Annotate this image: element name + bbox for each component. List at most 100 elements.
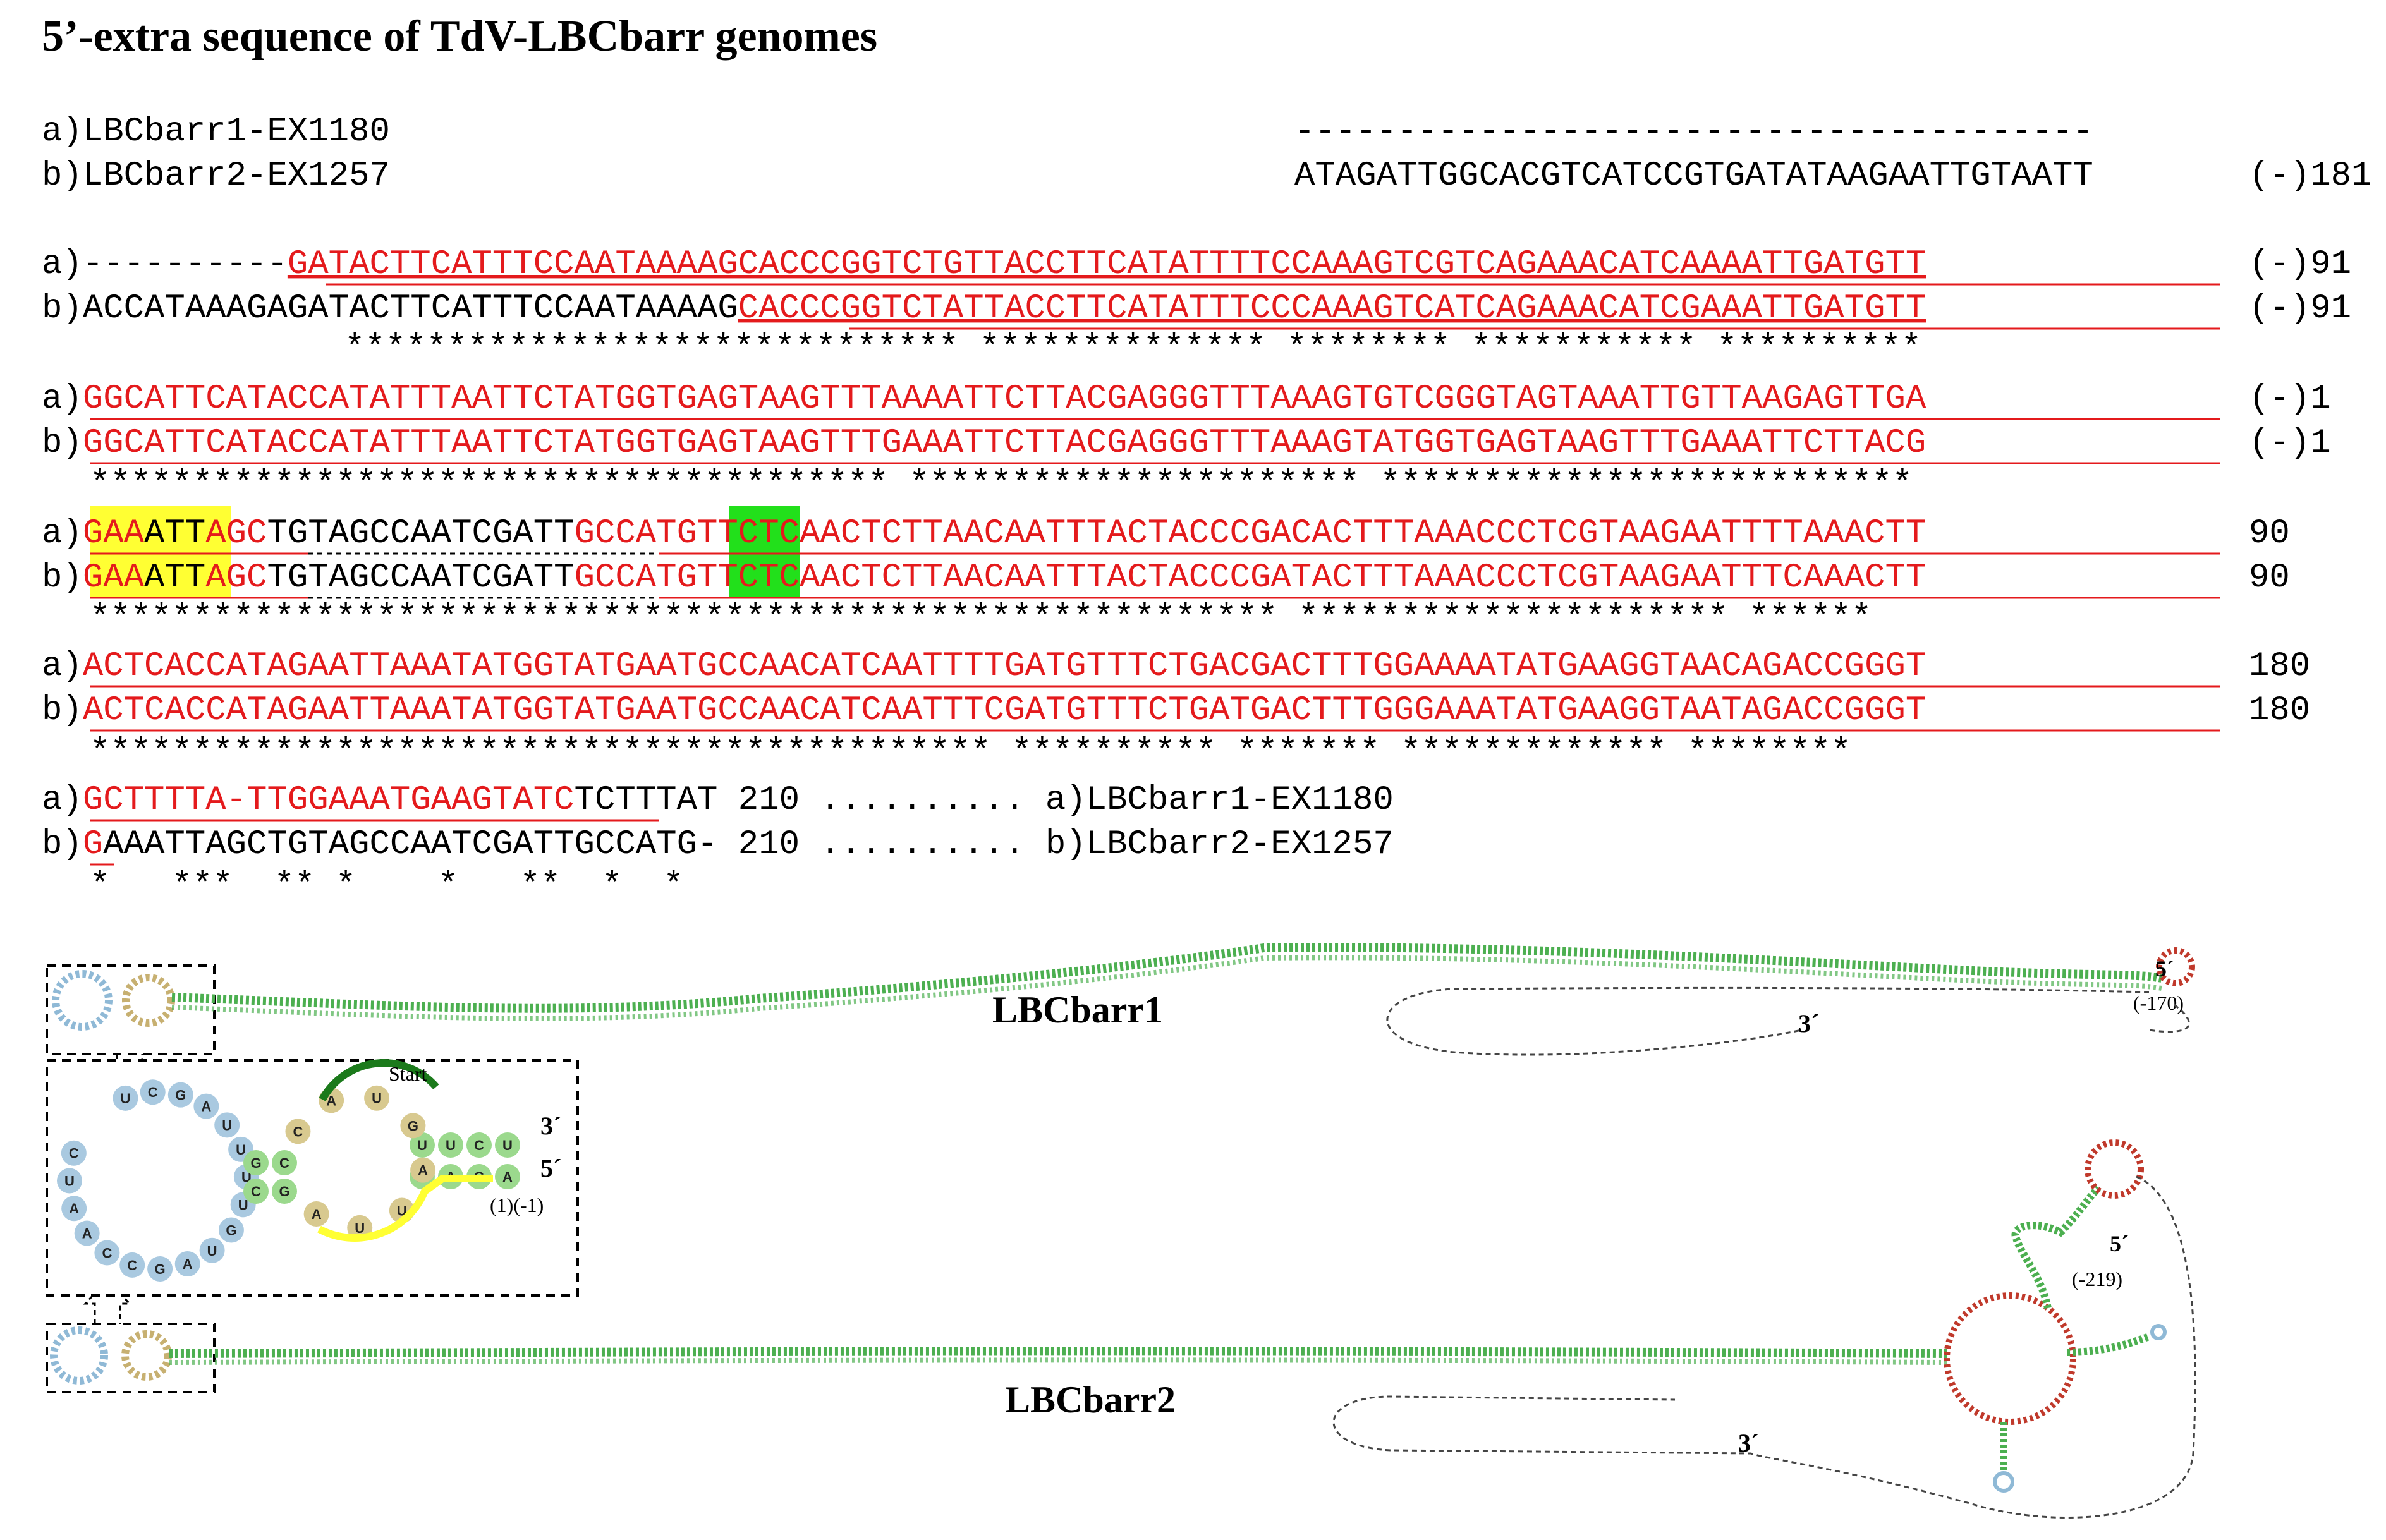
lbc2-small-loop [2150,1324,2167,1340]
lbc1-dashed-tail [1386,986,2190,1056]
svg-text:a)GCTTTTA-TTGGAAATGAAGTATCTCTT: a)GCTTTTA-TTGGAAATGAAGTATCTCTTTAT 210 ..… [42,781,1394,820]
lbc1-name: LBCbarr1 [992,989,1163,1031]
alignment-block-5: a)GCTTTTA-TTGGAAATGAAGTATCTCTTTAT 210 ..… [42,781,1394,905]
inset-base-letter: A [312,1206,322,1222]
inset-base [167,1082,193,1108]
svg-text:a)ACTCACCATAGAATTAAATATGGTATGA: a)ACTCACCATAGAATTAAATATGGTATGAATGCCAACAT… [42,647,1926,686]
lbc1-3prime: 3´ [1798,1009,1819,1038]
inset-base-letter: A [69,1201,79,1216]
alignment-block-4: a)ACTCACCATAGAATTAAATATGGTATGAATGCCAACAT… [42,647,2310,772]
inset-base [410,1157,436,1183]
inset-5prime: 5´ [540,1154,561,1182]
seq-b-label: b)LBCbarr2-EX1257 [42,157,390,195]
motif-agc: AGC [205,514,267,553]
inset-base-letter: C [127,1258,137,1273]
motif-att: ATT [144,514,205,553]
inset-stem-base [466,1132,492,1158]
lbc2-branch-right [2066,1333,2151,1356]
seq-b-red: GGCATTCATACCATATTTAATTCTATGGTGAGTAAGTTTG… [83,424,1926,463]
inset-stem-base [438,1132,463,1158]
svg-text:b)GAAATTAGCTGTAGCCAATCGATTGCCA: b)GAAATTAGCTGTAGCCAATCGATTGCCATG- 210 ..… [42,825,1394,864]
inset-base [193,1093,219,1119]
row-prefix: a) [42,647,83,686]
start-arc [319,1059,439,1101]
seq-a-position: 180 [2249,647,2310,686]
seq-a-position: (-)91 [2249,245,2351,284]
seq-a-red: GATACTTCATTTCCAATAAAAGCACCCGGTCTGTTACCTT… [288,245,1926,284]
seq-a-red: GCTTTTA-TTGGAAATGAAGTATC [83,781,575,820]
inset-base [94,1240,120,1266]
alignment-block-1: a)----------GATACTTCATTTCCAATAAAAGCACCCG… [42,245,2351,368]
motif-att: ATT [144,559,205,597]
motif-atg: ATG [636,514,697,553]
inset-base-letter: U [372,1091,382,1106]
lbc1-loop-tan [122,974,175,1027]
inset-base-letter: C [102,1245,112,1261]
seq-b-red: ACTCACCATAGAATTAAATATGGTATGAATGCCAACATCA… [83,691,1926,730]
svg-text:b)GAAATTAGCTGTAGCCAATCGATTGCCA: b)GAAATTAGCTGTAGCCAATCGATTGCCATGTTCTCAAC… [42,559,1926,597]
inset-base [199,1237,225,1263]
inset-base-letter: U [238,1197,248,1213]
motif-middle: TGTAGCCAATCGATT [267,559,574,597]
inset-base-letter: U [207,1243,217,1259]
inset-base [400,1113,426,1139]
row-prefix: b) [42,289,83,328]
inset-stem-base [272,1150,297,1175]
lbc2-position: (-219) [2072,1268,2122,1290]
lbc2-stem-pair [169,1357,1947,1365]
lbcbarr2-structure: LBCbarr2 5´ (-219) 3´ [46,1139,2196,1519]
seq-a-position: (-)1 [2249,380,2331,418]
motif-gaa: GAA [83,514,145,553]
inset-base-letter: A [183,1256,193,1272]
lbc2-stem [169,1347,1947,1358]
inset-stem-base-letter: A [502,1169,513,1185]
lbc1-zoom-box [46,964,216,1055]
row-prefix: a) [42,380,83,418]
inset-stem-base [243,1179,269,1204]
svg-text:b)ACTCACCATAGAATTAAATATGGTATGA: b)ACTCACCATAGAATTAAATATGGTATGAATGCCAACAT… [42,691,1926,730]
inset-stem-base-letter: G [250,1155,261,1171]
svg-text:b)ACCATAAAGAGATACTTCATTTCCAATA: b)ACCATAAAGAGATACTTCATTTCCAATAAAAGCACCCG… [42,289,1926,328]
row-prefix: b) [42,691,83,730]
lbc2-zoom-box [46,1323,216,1393]
inset-base-letter: G [226,1222,236,1238]
seq-b-red: CACCCGGTCTATTACCTTCATATTTCCCAAAGTCATCAGA… [738,289,1926,328]
lbc2-loop-tan [121,1330,172,1381]
svg-text:a)GAAATTAGCTGTAGCCAATCGATTGCCA: a)GAAATTAGCTGTAGCCAATCGATTGCCATGTTCTCAAC… [42,514,1926,553]
inset-base-letter: G [175,1088,186,1103]
figure-title: 5’-extra sequence of TdV-LBCbarr genomes [42,12,877,61]
inset-base-letter: G [408,1118,418,1134]
seq-a-label: a)LBCbarr1-EX1180 [42,112,390,151]
seq-a-red: ACTCACCATAGAATTAAATATGGTATGAATGCCAACATCA… [83,647,1926,686]
inset-base-letter: C [293,1124,303,1139]
inset-stem-base-letter: C [251,1184,261,1199]
row-prefix: a) [42,514,83,553]
seq-a-position: 90 [2249,514,2290,553]
lbc2-dashed-tail [1332,1175,2196,1519]
inset-stem-base [243,1150,269,1175]
highlight-atg-start [729,506,800,597]
seq-b-plain: ACCATAAAGAGATACTTCATTTCCAATAAAAG [83,289,738,328]
alignment-block-0: a)LBCbarr1-EX1180 ----------------------… [42,112,2371,195]
inset-base [61,1196,87,1222]
row-prefix: a) [42,245,83,284]
inset-base [140,1079,166,1105]
inset-stem-base [410,1132,435,1158]
alignment-block-2: a)GGCATTCATACCATATTTAATTCTATGGTGAGTAAGTT… [42,380,2331,504]
seq-a-red-tail: TTCTCAACTCTTAACAATTTACTACCCGACACTTTAAACC… [697,514,1926,553]
inset-base [285,1119,311,1144]
lbc1-loop-blue [52,970,113,1031]
inset-base-letter: C [148,1084,158,1100]
inset-base-letter: U [121,1091,131,1106]
svg-text:a)----------GATACTTCATTTCCAATA: a)----------GATACTTCATTTCCAATAAAAGCACCCG… [42,245,1926,284]
inset-stem-base [495,1132,520,1158]
inset-base [61,1140,87,1166]
motif-gaa: GAA [83,559,145,597]
inset-position: (1)(-1) [490,1194,544,1216]
lbc2-bottom-loop [1993,1471,2014,1493]
lbc1-position: (-170) [2133,991,2184,1014]
lbc2-5prime: 5´ [2110,1231,2129,1256]
inset-base [303,1201,329,1227]
